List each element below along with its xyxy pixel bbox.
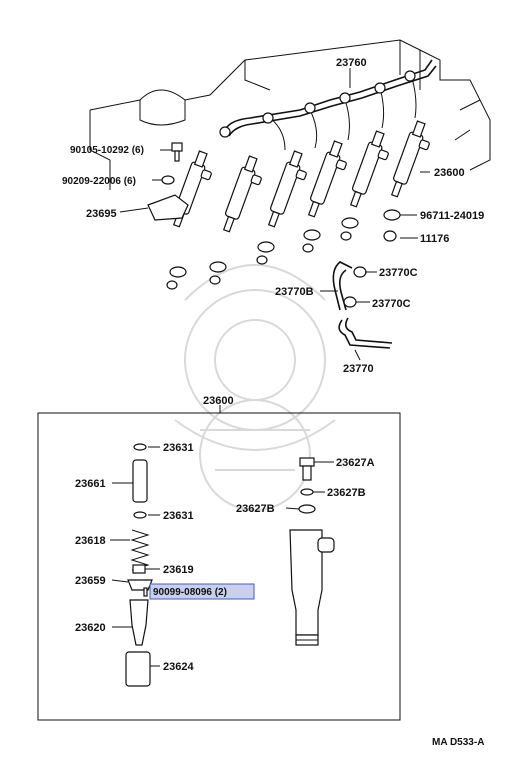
label-90099[interactable]: 90099-08096 (2) — [153, 587, 227, 598]
label-23659[interactable]: 23659 — [75, 575, 106, 587]
seat-23659 — [127, 579, 153, 591]
label-23627B-a[interactable]: 23627B — [327, 487, 366, 499]
injector-3 — [267, 150, 307, 228]
label-23760[interactable]: 23760 — [336, 57, 367, 69]
nut-23624 — [125, 651, 151, 687]
bolt-90105 — [171, 142, 183, 162]
label-23631-a[interactable]: 23631 — [163, 442, 194, 454]
injector-2 — [222, 155, 262, 233]
label-23618[interactable]: 23618 — [75, 535, 106, 547]
bolt-23627A-shank — [302, 465, 312, 481]
shim-23631-a — [133, 443, 147, 451]
label-23661[interactable]: 23661 — [75, 478, 106, 490]
label-23627B-b[interactable]: 23627B — [236, 503, 275, 515]
label-23631-b[interactable]: 23631 — [163, 510, 194, 522]
label-90209[interactable]: 90209-22006 (6) — [62, 176, 136, 187]
injector-washers — [166, 209, 401, 290]
label-90105[interactable]: 90105-10292 (6) — [70, 145, 144, 156]
shim-23631-b — [133, 511, 147, 519]
injector-4 — [307, 140, 347, 218]
label-96711[interactable]: 96711-24019 — [420, 210, 484, 222]
label-11176[interactable]: 11176 — [420, 233, 449, 245]
leader-lines — [110, 68, 430, 667]
clamp-23695 — [147, 194, 189, 221]
label-23695[interactable]: 23695 — [86, 208, 117, 220]
injector-holder-body — [289, 529, 335, 646]
gasket-23627B-b — [298, 504, 316, 514]
label-23624[interactable]: 23624 — [163, 661, 194, 673]
pin-90099 — [143, 587, 148, 597]
label-23770B[interactable]: 23770B — [275, 286, 314, 298]
label-23600-top[interactable]: 23600 — [434, 167, 465, 179]
nozzle-23620 — [129, 599, 149, 646]
injector-6 — [390, 120, 430, 198]
label-23627A[interactable]: 23627A — [336, 457, 375, 469]
engine-block — [89, 39, 491, 190]
injector-5 — [349, 130, 389, 208]
label-23770[interactable]: 23770 — [343, 363, 374, 375]
label-23620[interactable]: 23620 — [75, 622, 106, 634]
label-23619[interactable]: 23619 — [163, 564, 194, 576]
detail-box — [37, 412, 401, 721]
highlight-90099[interactable] — [149, 583, 255, 600]
washer-90209 — [161, 175, 175, 185]
bolt-23627A — [299, 457, 315, 467]
footer-code: MA D533-A — [432, 737, 484, 748]
label-23770C-b[interactable]: 23770C — [372, 298, 411, 310]
gasket-23627B-a — [300, 488, 314, 496]
label-23770C-a[interactable]: 23770C — [379, 267, 418, 279]
label-23600-box[interactable]: 23600 — [203, 395, 234, 407]
watermark-emblem — [174, 264, 336, 511]
push-rod-23661 — [132, 459, 148, 503]
injection-pipes — [219, 59, 437, 151]
spring-23618 — [130, 529, 150, 571]
seat-23619 — [132, 564, 146, 574]
